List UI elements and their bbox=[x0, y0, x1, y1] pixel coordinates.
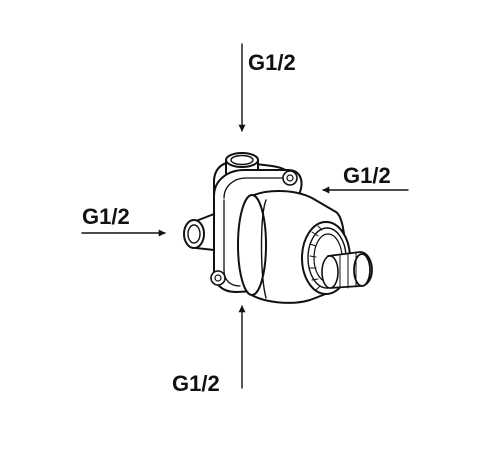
left-inlet-label: G1/2 bbox=[82, 204, 130, 229]
bottom-outlet-label: G1/2 bbox=[172, 371, 220, 396]
top-inlet-label: G1/2 bbox=[248, 50, 296, 75]
right-inlet-label: G1/2 bbox=[343, 163, 391, 188]
valve-body-drawing bbox=[183, 152, 373, 304]
